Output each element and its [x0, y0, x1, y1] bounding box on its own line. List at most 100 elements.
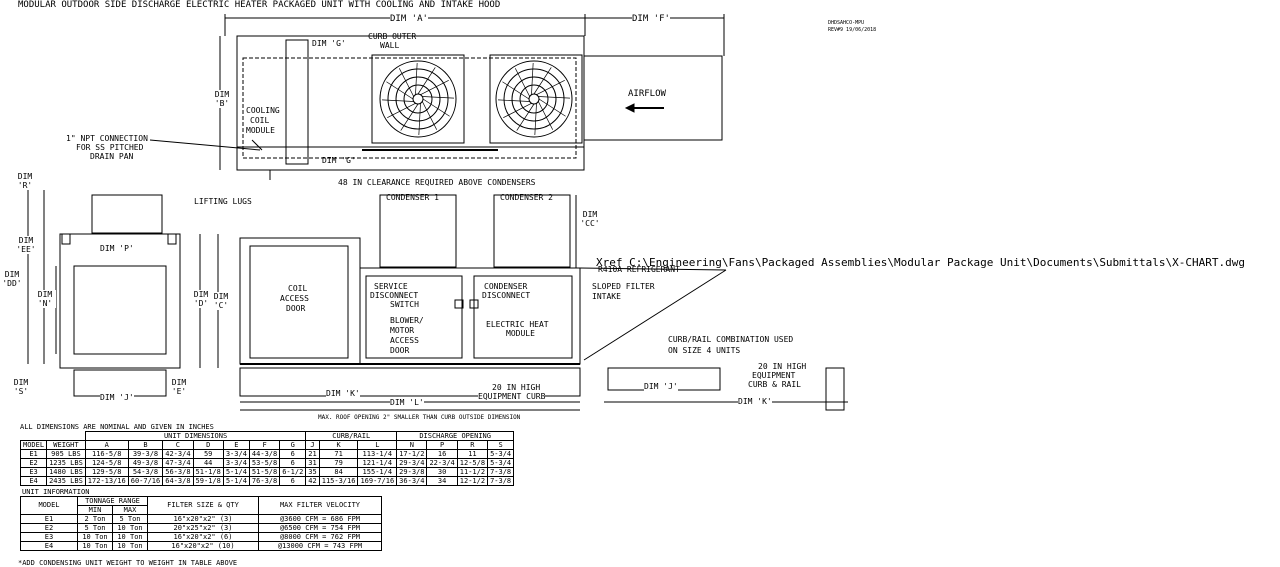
curb-outer-label: CURB OUTER	[368, 32, 417, 41]
dims-col-header: L	[357, 440, 398, 450]
unit-info-table: MODEL TONNAGE RANGE FILTER SIZE & QTY MA…	[20, 496, 382, 551]
coil-access-1: COIL	[288, 284, 308, 293]
blower-1: BLOWER/	[390, 316, 424, 325]
fan-housing-1	[371, 54, 465, 144]
fan-blade	[531, 62, 534, 95]
fan-blade	[417, 67, 436, 95]
xref-path: Xref C:\Engineering\Fans\Packaged Assemb…	[596, 256, 1246, 269]
drawing-title: MODULAR OUTDOOR SIDE DISCHARGE ELECTRIC …	[18, 0, 501, 10]
table-cell: 12-5/8	[456, 458, 489, 468]
intake-hood-top	[583, 55, 723, 141]
airflow-label: AIRFLOW	[628, 89, 666, 99]
coil-access-3: DOOR	[286, 304, 306, 313]
table-cell: 124-5/8	[84, 458, 129, 468]
table-cell: @6500 CFM = 754 FPM	[258, 523, 382, 533]
dims-col-header: WEIGHT	[46, 440, 86, 450]
dims-note: ALL DIMENSIONS ARE NOMINAL AND GIVEN IN …	[20, 423, 214, 431]
table-cell: 29-3/4	[396, 458, 428, 468]
dim-c-label: DIM 'C'	[210, 292, 232, 310]
condenser-2	[493, 194, 571, 268]
table-cell: 5 Ton	[112, 514, 148, 524]
blower-2: MOTOR	[390, 326, 415, 335]
curb-rail-2: ON SIZE 4 UNITS	[668, 346, 741, 355]
fan-blade	[514, 68, 530, 97]
condenser-1	[379, 194, 457, 268]
info-max-header: MAX	[112, 505, 148, 515]
dim-n-label: DIM 'N'	[34, 290, 56, 308]
fan-blade	[502, 81, 530, 100]
sloped-1: SLOPED FILTER	[592, 282, 655, 291]
fan-blade	[418, 103, 421, 136]
info-tonnage-header: TONNAGE RANGE	[77, 496, 148, 506]
dim-a-label: DIM 'A'	[390, 14, 428, 24]
table-cell: E3	[20, 532, 78, 542]
unit-info-title: UNIT INFORMATION	[22, 488, 90, 496]
table-cell: 3-3/4	[222, 458, 250, 468]
fan-housing-2	[489, 54, 583, 144]
condenser-disc-2: DISCONNECT	[482, 291, 531, 300]
blower-access-door	[365, 275, 463, 359]
equip-curb-1: 20 IN HIGH	[492, 383, 541, 392]
table-cell: 54-3/8	[127, 467, 164, 477]
table-cell: 16"x20"x2" (10)	[147, 541, 259, 551]
table-cell: 10 Ton	[112, 532, 148, 542]
fan-blade	[538, 96, 571, 99]
dims-col-header: N	[396, 440, 428, 450]
table-cell: 10 Ton	[112, 541, 148, 551]
fan-blades	[381, 62, 571, 136]
equipment-curb	[239, 367, 581, 397]
table-cell: 3-3/4	[222, 449, 250, 459]
fan-blade	[533, 67, 552, 95]
dims-col-header: R	[456, 440, 489, 450]
dimensions-table: UNIT DIMENSIONS CURB/RAIL DISCHARGE OPEN…	[19, 431, 515, 486]
dim-cc-label: DIM 'CC'	[578, 210, 602, 228]
fan-blade	[415, 62, 418, 95]
table-cell: 129-5/8	[84, 467, 129, 477]
revision-date: REV#9 19/06/2018	[828, 27, 877, 33]
equip-curb-2: EQUIPMENT CURB	[478, 392, 546, 401]
dim-j-side: DIM 'J'	[100, 393, 134, 402]
fan-blade	[497, 99, 530, 102]
electric-heat-2: MODULE	[506, 329, 535, 338]
table-cell: 59	[192, 449, 224, 459]
table-cell: 2435 LBS	[46, 476, 86, 486]
table-cell: 44	[192, 458, 224, 468]
table-cell: E1	[19, 449, 48, 459]
table-cell: 64-3/8	[162, 476, 194, 486]
table-cell: 6	[279, 458, 307, 468]
dim-f-label: DIM 'F'	[632, 14, 670, 24]
info-filter-header: FILTER SIZE & QTY	[147, 496, 259, 515]
dims-col-header: J	[305, 440, 320, 450]
table-cell: E3	[19, 467, 48, 477]
npt-3: DRAIN PAN	[90, 152, 134, 161]
npt-2: FOR SS PITCHED	[76, 143, 144, 152]
dims-col-header: S	[487, 440, 515, 450]
r410a-label: R410A REFRIGERANT	[598, 265, 680, 274]
table-cell: 31	[305, 458, 320, 468]
dim-d-label: DIM 'D'	[190, 290, 212, 308]
table-cell: E4	[20, 541, 78, 551]
service-3: SWITCH	[390, 300, 419, 309]
service-1: SERVICE	[374, 282, 408, 291]
dims-col-header: MODEL	[19, 440, 48, 450]
table-cell: 51-5/8	[248, 467, 281, 477]
table-cell: 10 Ton	[77, 541, 113, 551]
table-cell: 17-1/2	[396, 449, 428, 459]
fan-blade	[422, 98, 450, 117]
side-view-top-module	[91, 194, 163, 234]
group-unit-dimensions: UNIT DIMENSIONS	[84, 431, 307, 441]
table-cell: 5 Ton	[77, 523, 113, 533]
table-cell: @8000 CFM = 762 FPM	[258, 532, 382, 542]
table-cell: 155-1/4	[357, 467, 398, 477]
cooling-coil-2: COIL	[250, 116, 270, 125]
dim-ee-label: DIM 'EE'	[14, 236, 38, 254]
table-cell: 5-3/4	[487, 449, 515, 459]
table-cell: 2 Ton	[77, 514, 113, 524]
